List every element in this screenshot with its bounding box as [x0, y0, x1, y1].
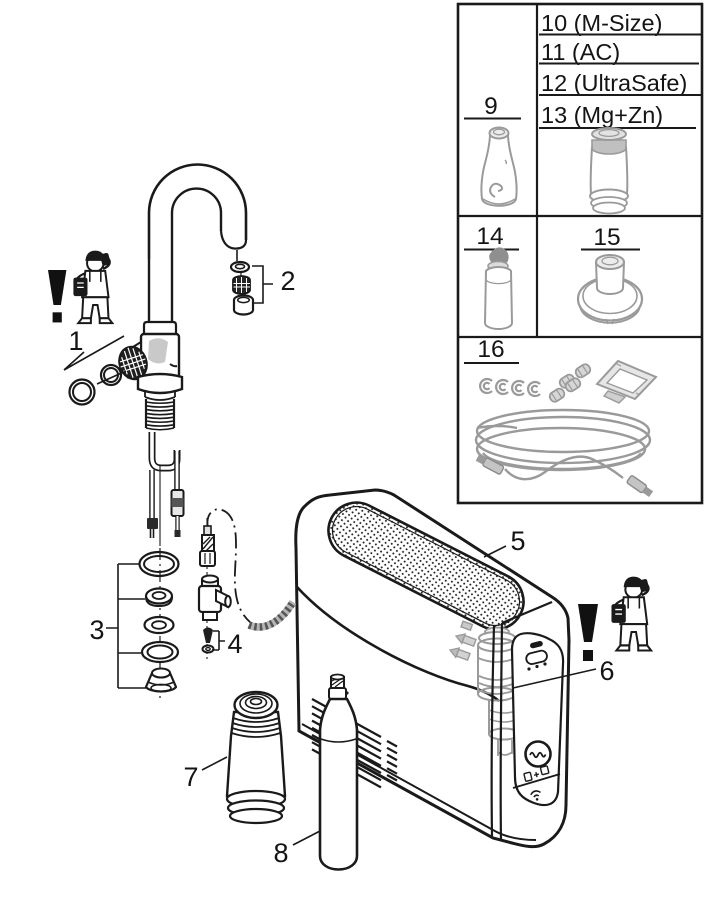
- warning-installer-note-right: [578, 576, 653, 661]
- plus-icon: [533, 772, 540, 778]
- retaining-clips-icon: [479, 377, 541, 398]
- part-label-1: 1: [68, 326, 83, 356]
- mounting-stack-parts: 3: [89, 548, 180, 700]
- filter-variant-10: 10 (M-Size): [541, 10, 662, 36]
- cooler-front-corner: [490, 600, 565, 841]
- part-label-5: 5: [510, 526, 525, 556]
- part-label-7: 7: [183, 762, 198, 792]
- braided-hose: [247, 599, 297, 631]
- filter-cartridge-illustration: [589, 127, 629, 215]
- barb-fitting-icon: [460, 620, 474, 632]
- table-item-16-label: 16: [477, 336, 504, 363]
- display-window: [525, 649, 548, 665]
- filter-variant-12: 12 (UltraSafe): [541, 70, 687, 96]
- wifi-icon: [530, 790, 541, 801]
- filter-variant-list: 10 (M-Size) 11 (AC) 12 (UltraSafe) 13 (M…: [539, 10, 701, 129]
- panel-display: [525, 640, 548, 671]
- warning-exclamation-icon: [578, 604, 598, 661]
- control-panel: [510, 632, 565, 807]
- valve-assembly: 4: [197, 508, 252, 662]
- filter-variant-13: 13 (Mg+Zn): [541, 102, 663, 128]
- status-bar-icon: [530, 640, 543, 649]
- warning-installer-note-left: [48, 250, 114, 325]
- parts-table: 9 10 (M-Size) 11 (AC) 12 (UltraSafe) 13 …: [456, 2, 704, 505]
- glass-bottle-illustration: [480, 126, 518, 207]
- installer-call-icon: [611, 576, 653, 652]
- filter-cartridge: 7: [183, 690, 287, 825]
- part-label-6: 6: [599, 656, 614, 686]
- hose-connector-icon: [475, 454, 505, 475]
- cooling-grille: [327, 501, 525, 631]
- warning-exclamation-icon: [48, 270, 67, 323]
- faucet-assembly: [118, 163, 248, 546]
- bottle-glass-icons: [523, 765, 550, 782]
- table-item-15-label: 15: [593, 224, 620, 251]
- cone-plug: [203, 627, 213, 643]
- co2-canister-illustration: [483, 247, 514, 330]
- hose-kit-illustration: [474, 359, 658, 498]
- adapter-illustration: [576, 254, 644, 325]
- mounting-base: [144, 667, 178, 693]
- coiled-hose-icon: [474, 408, 652, 481]
- grohe-button[interactable]: [524, 740, 552, 768]
- barb-fitting-icon: [448, 647, 471, 662]
- part-label-2: 2: [280, 266, 295, 296]
- part-label-4: 4: [227, 629, 242, 659]
- filter-head-assembly: [448, 620, 520, 756]
- o-ring-parts: 1: [63, 326, 127, 406]
- installer-call-icon: [73, 250, 114, 325]
- table-item-14-label: 14: [476, 223, 503, 250]
- hose-connector: [147, 518, 158, 529]
- grohe-logo-icon: [529, 751, 547, 759]
- coupling-connectors-icon: [548, 363, 592, 403]
- filter-variant-11: 11 (AC): [541, 39, 620, 65]
- table-item-9-label: 9: [484, 93, 498, 120]
- barb-fitting-icon: [454, 633, 477, 648]
- part-label-8: 8: [273, 838, 288, 868]
- co2-bottle: 8: [273, 673, 359, 871]
- part-label-3: 3: [89, 615, 104, 645]
- aerator-parts: 2: [229, 260, 296, 316]
- mounting-bracket-icon: [595, 359, 658, 404]
- hose-connector-icon: [626, 475, 654, 498]
